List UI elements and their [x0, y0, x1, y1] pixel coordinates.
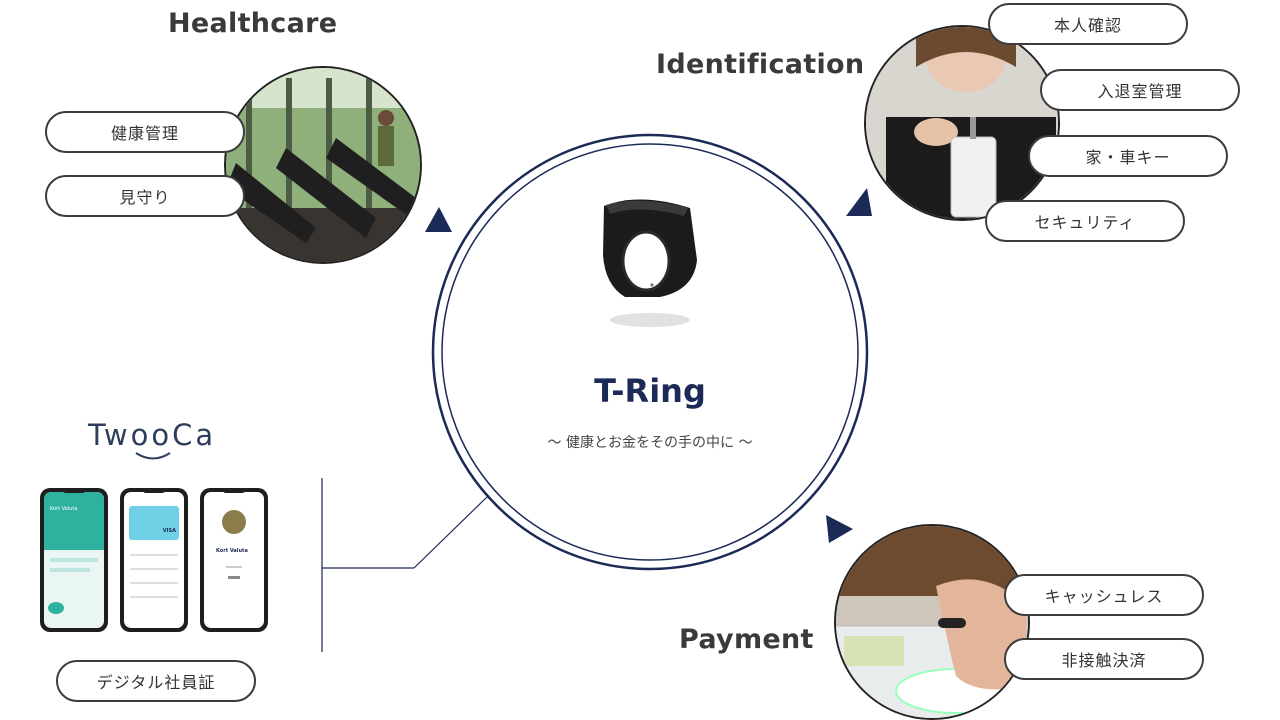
arrow-healthcare-icon: [425, 207, 452, 232]
phone-mockup-1: Kort Valuta: [40, 488, 108, 632]
phone-mockup-3: Kort Valuta: [200, 488, 268, 632]
twooca-smile-icon: [135, 452, 171, 460]
payment-heading: Payment: [679, 624, 814, 655]
phone-2-text: VISA: [162, 528, 176, 534]
phone-1-text: Kort Valuta: [50, 506, 78, 512]
pill-label: 家・車キー: [1085, 148, 1171, 167]
twooca-logo: TwooCa: [88, 418, 228, 460]
pill-watching-over: 見守り: [45, 175, 245, 217]
pill-digital-employee-id: デジタル社員証: [56, 660, 256, 702]
pill-label: 本人確認: [1053, 16, 1122, 35]
pill-label: 健康管理: [110, 124, 179, 143]
identification-photo: [864, 25, 1060, 221]
inner-ring: [441, 143, 859, 561]
phone-3-text: Kort Valuta: [216, 548, 248, 554]
pill-entry-exit-management: 入退室管理: [1040, 69, 1240, 111]
healthcare-heading: Healthcare: [168, 8, 338, 39]
phone-mockup-2: VISA: [120, 488, 188, 632]
pill-label: デジタル社員証: [96, 673, 216, 692]
twooca-logo-text: TwooCa: [88, 418, 217, 452]
pill-health-management: 健康管理: [45, 111, 245, 153]
pill-home-car-key: 家・車キー: [1028, 135, 1228, 177]
pill-label: セキュリティ: [1034, 213, 1136, 232]
outer-ring: [431, 133, 869, 571]
pill-cashless: キャッシュレス: [1004, 574, 1204, 616]
product-name: T-Ring: [594, 372, 706, 410]
pill-identity-verification: 本人確認: [988, 3, 1188, 45]
pill-security: セキュリティ: [985, 200, 1185, 242]
pill-label: 見守り: [119, 188, 171, 207]
pill-label: 入退室管理: [1097, 82, 1183, 101]
ring-image: [603, 199, 697, 297]
identification-heading: Identification: [656, 49, 865, 80]
arrow-identification-icon: [846, 188, 872, 216]
pill-label: キャッシュレス: [1044, 587, 1164, 606]
product-tagline: 〜 健康とお金をその手の中に 〜: [547, 435, 753, 451]
arrow-payment-icon: [826, 515, 853, 543]
pill-label: 非接触決済: [1061, 651, 1147, 670]
twooca-connector-diagonal: [413, 496, 488, 569]
pill-contactless-payment: 非接触決済: [1004, 638, 1204, 680]
